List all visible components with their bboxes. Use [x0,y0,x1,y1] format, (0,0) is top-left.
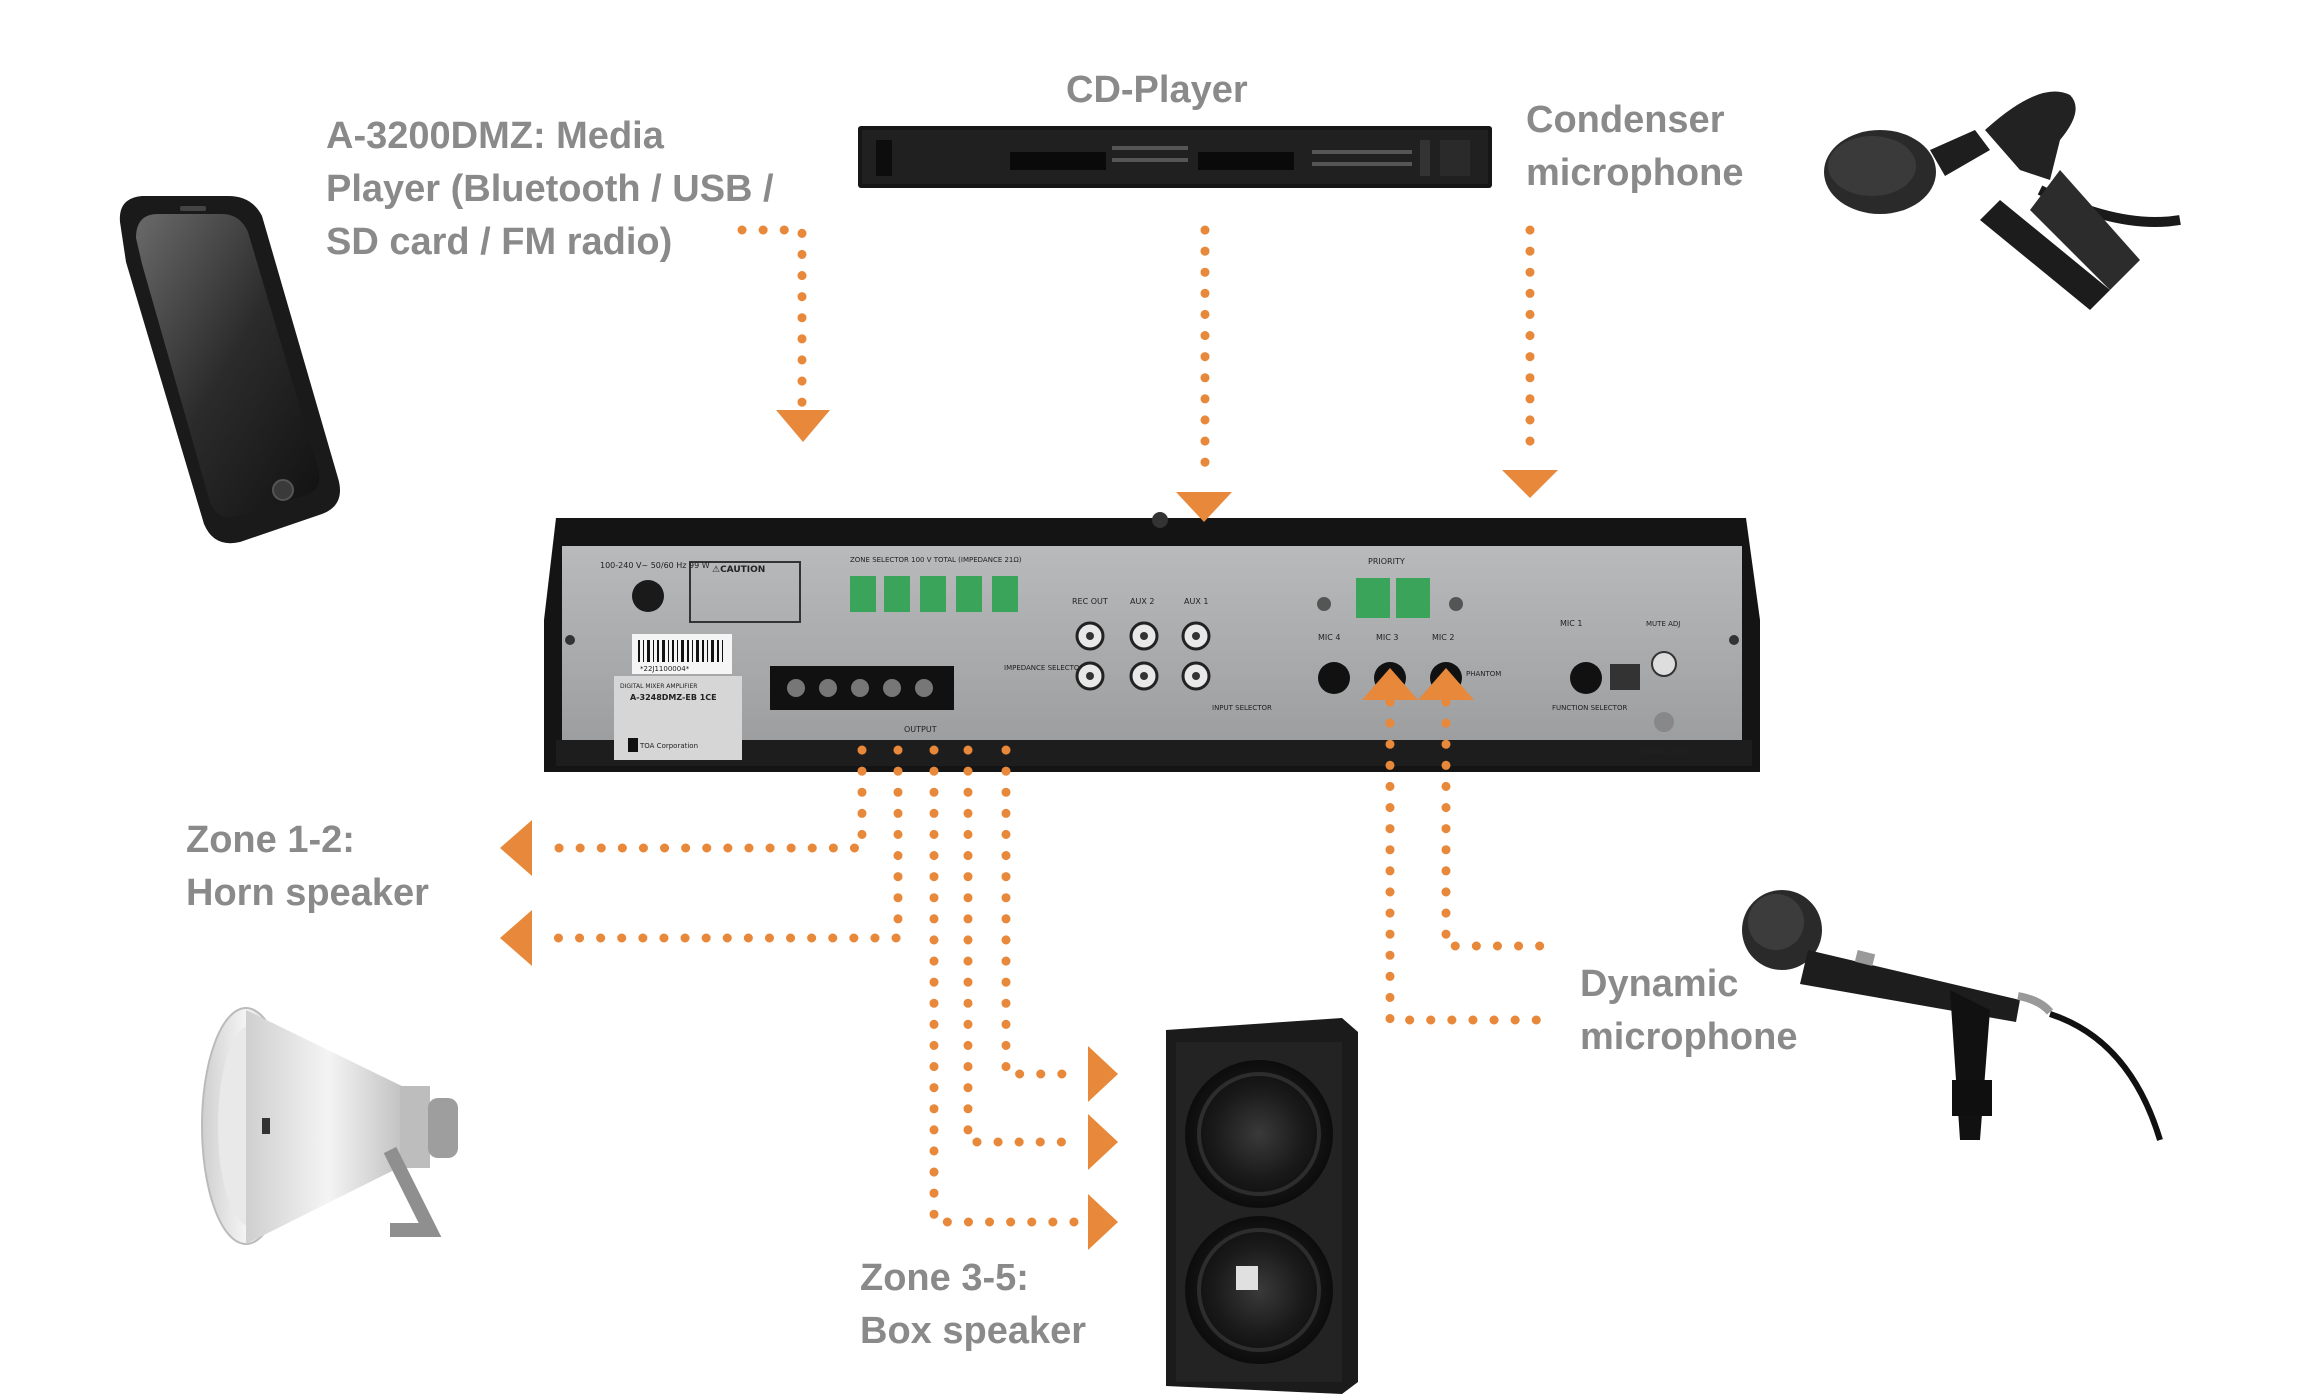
zone-3-5-label: Zone 3-5: Box speaker [860,1257,1087,1352]
smartphone-image [119,196,340,544]
connector-lines [535,225,1565,1227]
connector-zone-1 [535,745,867,853]
cd-player-label: CD-Player [1066,69,1248,111]
arrowhead-zone-1 [500,820,532,876]
amplifier-image: 100-240 V~ 50/60 Hz 99 W ⚠CAUTION *22J11… [544,512,1760,772]
svg-text:INPUT SELECTOR: INPUT SELECTOR [1212,704,1272,712]
media-player-label: A-3200DMZ: Media Player (Bluetooth / USB… [326,115,774,263]
svg-text:PRIORITY: PRIORITY [1368,557,1405,566]
dynamic-microphone-label: Dynamic microphone [1580,963,1798,1058]
arrowhead-zone-3 [1088,1046,1118,1102]
connector-zone-4 [963,745,1085,1147]
arrowhead-zone-2 [500,910,532,966]
arrowhead-media-player [776,410,830,442]
svg-text:⚠CAUTION: ⚠CAUTION [712,565,765,575]
arrowhead-zone-4 [1088,1114,1118,1170]
connector-zone-2 [535,745,903,943]
svg-text:ZONE SELECTOR 100 V TOTAL (IMP: ZONE SELECTOR 100 V TOTAL (IMPEDANCE 21Ω… [850,556,1022,564]
svg-text:100-240 V~ 50/60 Hz 99 W: 100-240 V~ 50/60 Hz 99 W [600,561,710,570]
svg-text:MIC 2: MIC 2 [1432,633,1454,642]
connector-dynamic-mic-b [1441,697,1565,951]
arrowhead-zone-5 [1088,1194,1118,1250]
connector-media-player [737,225,807,413]
svg-text:*22J1100004*: *22J1100004* [640,665,690,673]
arrowhead-cd-player [1176,492,1232,522]
arrowhead-dynamic-mic-a [1362,668,1418,700]
zone-1-2-label: Zone 1-2: Horn speaker [186,819,429,914]
svg-text:TOA Corporation: TOA Corporation [639,742,698,750]
svg-text:AUX 2: AUX 2 [1130,597,1154,606]
svg-text:A-3248DMZ-EB 1CE: A-3248DMZ-EB 1CE [630,693,717,702]
box-speaker-image [1166,1018,1358,1394]
connector-dynamic-mic-a [1385,697,1545,1025]
svg-text:IMPEDANCE SELECTOR: IMPEDANCE SELECTOR [1004,664,1084,672]
condenser-microphone-label: Condenser microphone [1526,99,1744,194]
svg-text:MUTE ADJ: MUTE ADJ [1646,620,1680,628]
svg-text:SIGNAL GND: SIGNAL GND [1640,747,1690,756]
svg-text:REC OUT: REC OUT [1072,597,1108,606]
dynamic-microphone-image [1742,890,2163,1141]
svg-text:DIGITAL MIXER AMPLIFIER: DIGITAL MIXER AMPLIFIER [620,683,697,690]
svg-text:AUX 1: AUX 1 [1184,597,1208,606]
cd-player-image [858,126,1492,188]
horn-speaker-image [201,1007,458,1245]
svg-text:FUNCTION SELECTOR: FUNCTION SELECTOR [1552,704,1627,712]
svg-text:MIC 3: MIC 3 [1376,633,1398,642]
svg-text:PHANTOM: PHANTOM [1466,670,1501,678]
arrowhead-condenser-mic [1502,470,1558,498]
arrowhead-dynamic-mic-b [1418,668,1474,700]
svg-text:MIC 1: MIC 1 [1560,619,1582,628]
arrowheads [500,410,1558,1250]
svg-text:OUTPUT: OUTPUT [904,725,937,734]
connector-zone-5 [929,745,1085,1227]
connector-zone-3 [1001,745,1085,1079]
condenser-microphone-image [1824,91,2181,310]
svg-text:MIC 4: MIC 4 [1318,633,1340,642]
